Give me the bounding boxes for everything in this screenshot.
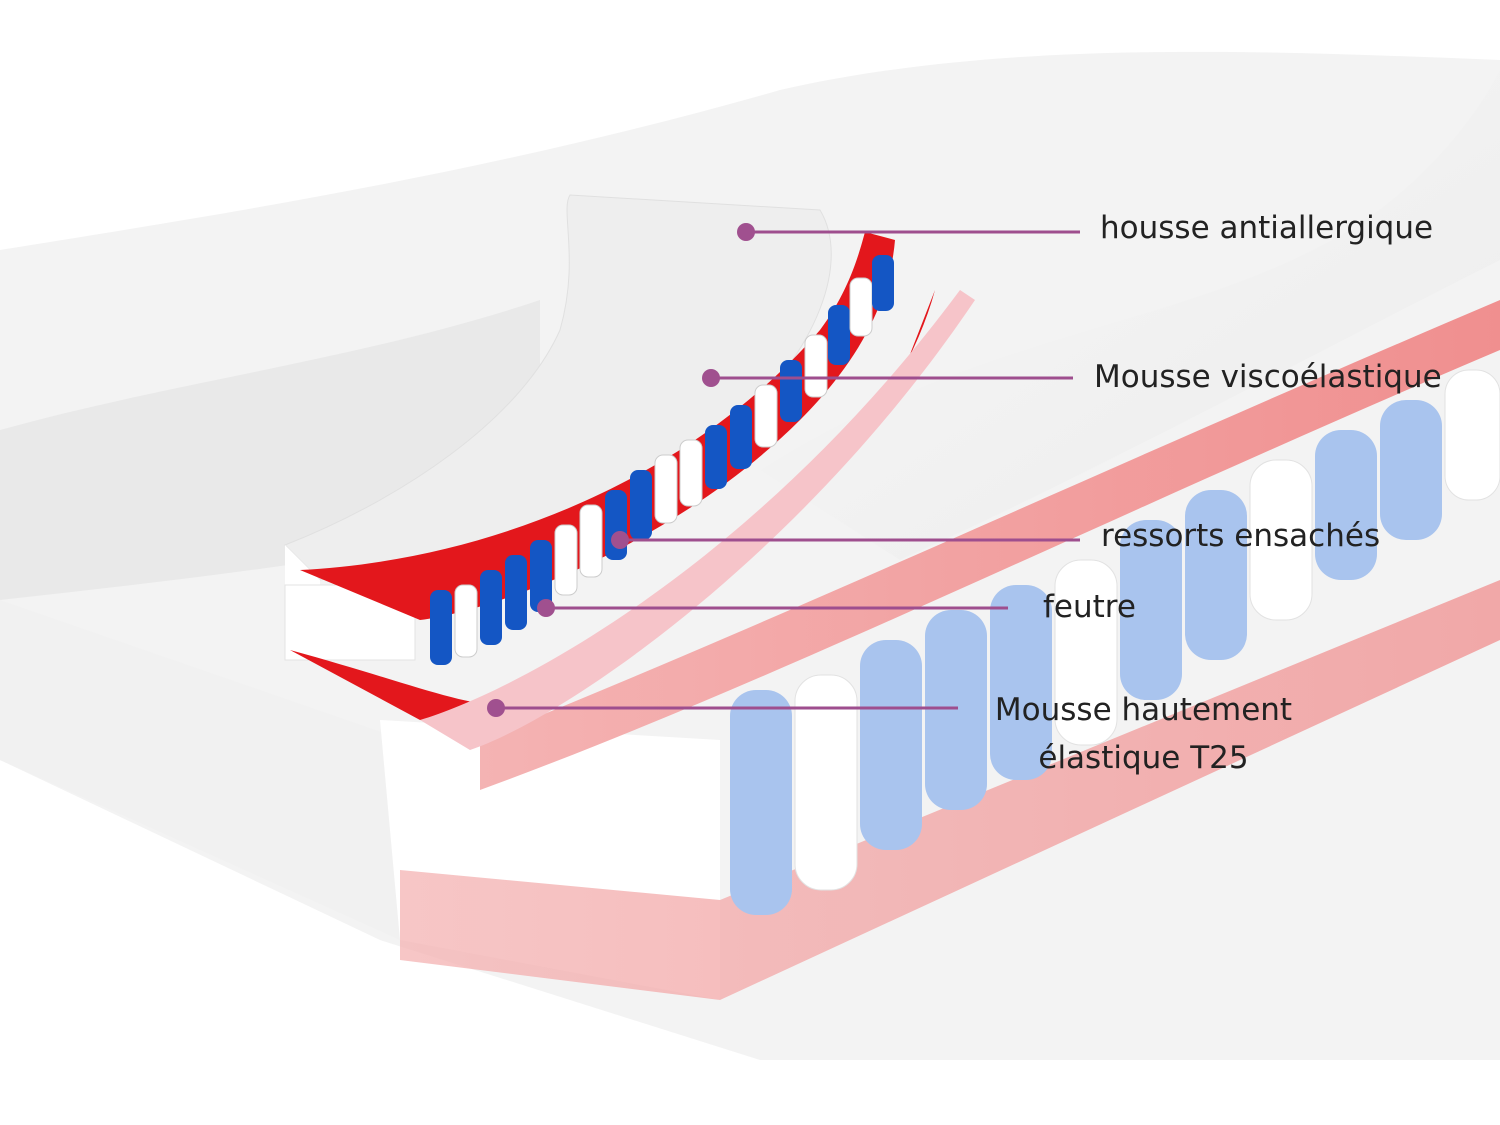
leader-dot-cover <box>737 223 755 241</box>
label-ha-foam: Mousse hautement élastique T25 <box>986 686 1301 782</box>
label-cover: housse antiallergique <box>1100 210 1434 246</box>
label-ha-foam-line2: élastique T25 <box>1038 740 1249 777</box>
leader-lines <box>487 223 1080 717</box>
label-memory-foam: Mousse viscoélastique <box>1094 359 1442 395</box>
leader-dot-felt <box>537 599 555 617</box>
leader-dot-ha-foam <box>487 699 505 717</box>
cutaway-section <box>284 194 975 750</box>
leader-dot-springs <box>611 531 629 549</box>
label-felt: feutre <box>1043 589 1136 625</box>
label-springs: ressorts ensachés <box>1101 518 1381 554</box>
label-ha-foam-line1: Mousse hautement <box>994 692 1293 728</box>
rear-spring-row <box>730 369 1500 915</box>
leader-dot-memory-foam <box>702 369 720 387</box>
